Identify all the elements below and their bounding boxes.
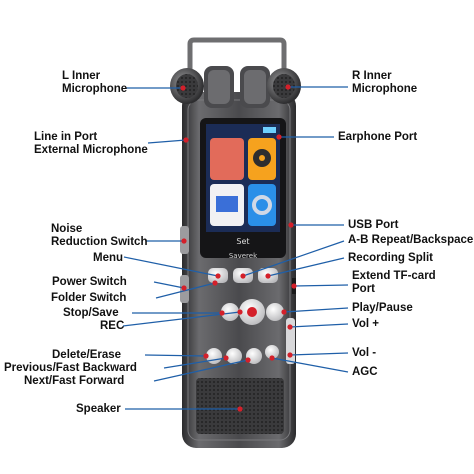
label-power-switch: Power Switch (52, 276, 127, 288)
leader-line-split (267, 257, 345, 277)
callout-dot-delete (203, 353, 209, 359)
callout-dot-prev (223, 355, 229, 361)
mic-bracket (187, 37, 287, 72)
label-folder-switch: Folder Switch (51, 292, 127, 304)
screen-tile-settings (248, 184, 276, 226)
right-mic-ring (240, 66, 270, 108)
label-ab-repeat: A-B Repeat/Backspace (348, 234, 474, 246)
label-stop-save: Stop/Save (63, 307, 119, 319)
label-delete-erase: Delete/Erase (52, 349, 122, 361)
callout-dot-earphone (276, 134, 282, 140)
screen-title: Set (236, 237, 249, 246)
leader-line-delete (144, 354, 207, 357)
leader-line-voldown (289, 352, 349, 356)
callout-dot-r-inner (285, 84, 291, 90)
label-menu: Menu (93, 252, 124, 264)
brand-logo: Saverek (229, 252, 258, 260)
play-pause-button[interactable] (266, 303, 284, 321)
leader-line-prev (163, 357, 227, 369)
callout-dot-line-in (183, 137, 189, 143)
leader-line-play (283, 307, 349, 313)
label-vol-down: Vol - (352, 347, 377, 359)
label-play-pause: Play/Pause (352, 302, 413, 314)
left-inner-microphone (170, 68, 204, 104)
callout-dot-volup (287, 324, 293, 330)
callout-dot-tf (291, 283, 297, 289)
leader-line-folder (155, 282, 216, 299)
label-speaker: Speaker (76, 403, 121, 415)
label-vol-up: Vol + (352, 318, 379, 330)
previous-button[interactable] (226, 348, 242, 364)
label-usb-port: USB Port (348, 219, 399, 231)
callout-dot-folder (212, 280, 218, 286)
rec-center (247, 307, 257, 317)
stop-save-button[interactable] (221, 303, 239, 321)
volume-rocker[interactable] (286, 318, 295, 364)
right-inner-microphone (267, 68, 301, 104)
leader-line-tf (293, 284, 349, 287)
leader-line-ab (242, 240, 345, 277)
label-next: Next/Fast Forward (24, 375, 125, 387)
callout-dot-speaker (237, 406, 243, 412)
callout-dot-play (281, 309, 287, 315)
callout-dot-agc (269, 355, 275, 361)
callout-dot-stop (219, 310, 225, 316)
leader-line-line-in (147, 139, 187, 144)
leader-line-next (153, 359, 249, 382)
agc-button[interactable] (265, 345, 279, 359)
label-previous: Previous/Fast Backward (4, 362, 137, 374)
speaker-grille (196, 378, 284, 434)
label-rec: REC (100, 320, 125, 332)
callout-dot-l-inner (180, 85, 186, 91)
screen-tile-mic (210, 138, 244, 180)
callout-dot-menu (215, 273, 221, 279)
callout-dot-usb (288, 222, 294, 228)
callout-dot-ab (240, 273, 246, 279)
callout-dot-next (245, 357, 251, 363)
leader-line-power (153, 281, 185, 289)
label-recording-split: Recording Split (348, 252, 433, 264)
leader-line-volup (289, 323, 349, 328)
callout-dot-noise (181, 238, 187, 244)
callout-dot-split (265, 273, 271, 279)
label-agc: AGC (352, 366, 378, 378)
leader-line-menu (123, 256, 219, 277)
left-mic-ring (204, 66, 234, 108)
leader-line-agc (271, 357, 349, 373)
callout-dot-rec (237, 309, 243, 315)
callout-dot-power (181, 285, 187, 291)
callout-dot-voldown (287, 352, 293, 358)
label-earphone-port: Earphone Port (338, 131, 418, 143)
